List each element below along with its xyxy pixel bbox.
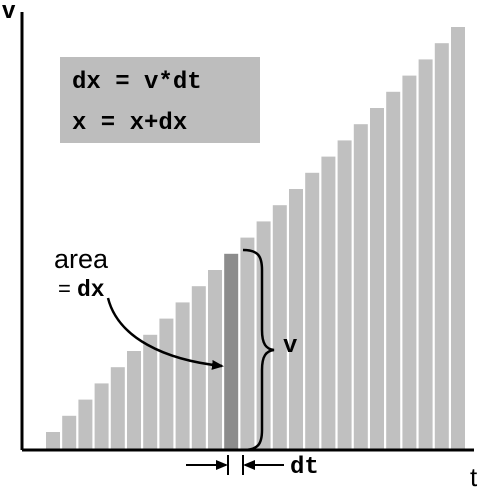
bar — [256, 221, 271, 449]
bar — [370, 108, 384, 449]
area-equation: = dx — [58, 276, 105, 303]
y-axis-label: v — [2, 0, 16, 24]
bar — [434, 43, 449, 449]
bar — [418, 59, 433, 450]
dt-label: dt — [290, 454, 319, 481]
bar — [143, 334, 158, 449]
velocity-bars — [46, 27, 465, 450]
bar — [46, 432, 60, 449]
area-dx-label: dx — [77, 277, 105, 303]
x-axis-label: t — [470, 462, 478, 487]
area-label: area — [54, 244, 109, 274]
equation-x: x = x+dx — [72, 110, 187, 137]
bar — [208, 270, 222, 449]
bar — [191, 286, 206, 449]
bar — [337, 140, 352, 449]
bar — [451, 27, 465, 449]
bar — [305, 172, 320, 450]
bar — [289, 189, 303, 449]
bar — [94, 383, 109, 449]
bar — [127, 351, 141, 449]
bar — [402, 75, 417, 449]
bar — [353, 124, 368, 449]
bar — [175, 302, 190, 449]
highlighted-bar — [224, 253, 239, 449]
bar — [272, 205, 287, 449]
velocity-label: v — [283, 333, 297, 360]
area-arrow — [106, 297, 224, 370]
bar — [110, 367, 125, 449]
bar — [62, 415, 77, 449]
bar — [321, 156, 336, 449]
area-equals-sign: = — [58, 276, 77, 301]
bar — [386, 91, 401, 450]
equation-box — [60, 57, 260, 143]
bar — [240, 237, 255, 449]
bar — [159, 318, 174, 449]
bar — [78, 399, 93, 449]
equation-dx: dx = v*dt — [72, 69, 202, 96]
velocity-brace — [242, 248, 275, 452]
